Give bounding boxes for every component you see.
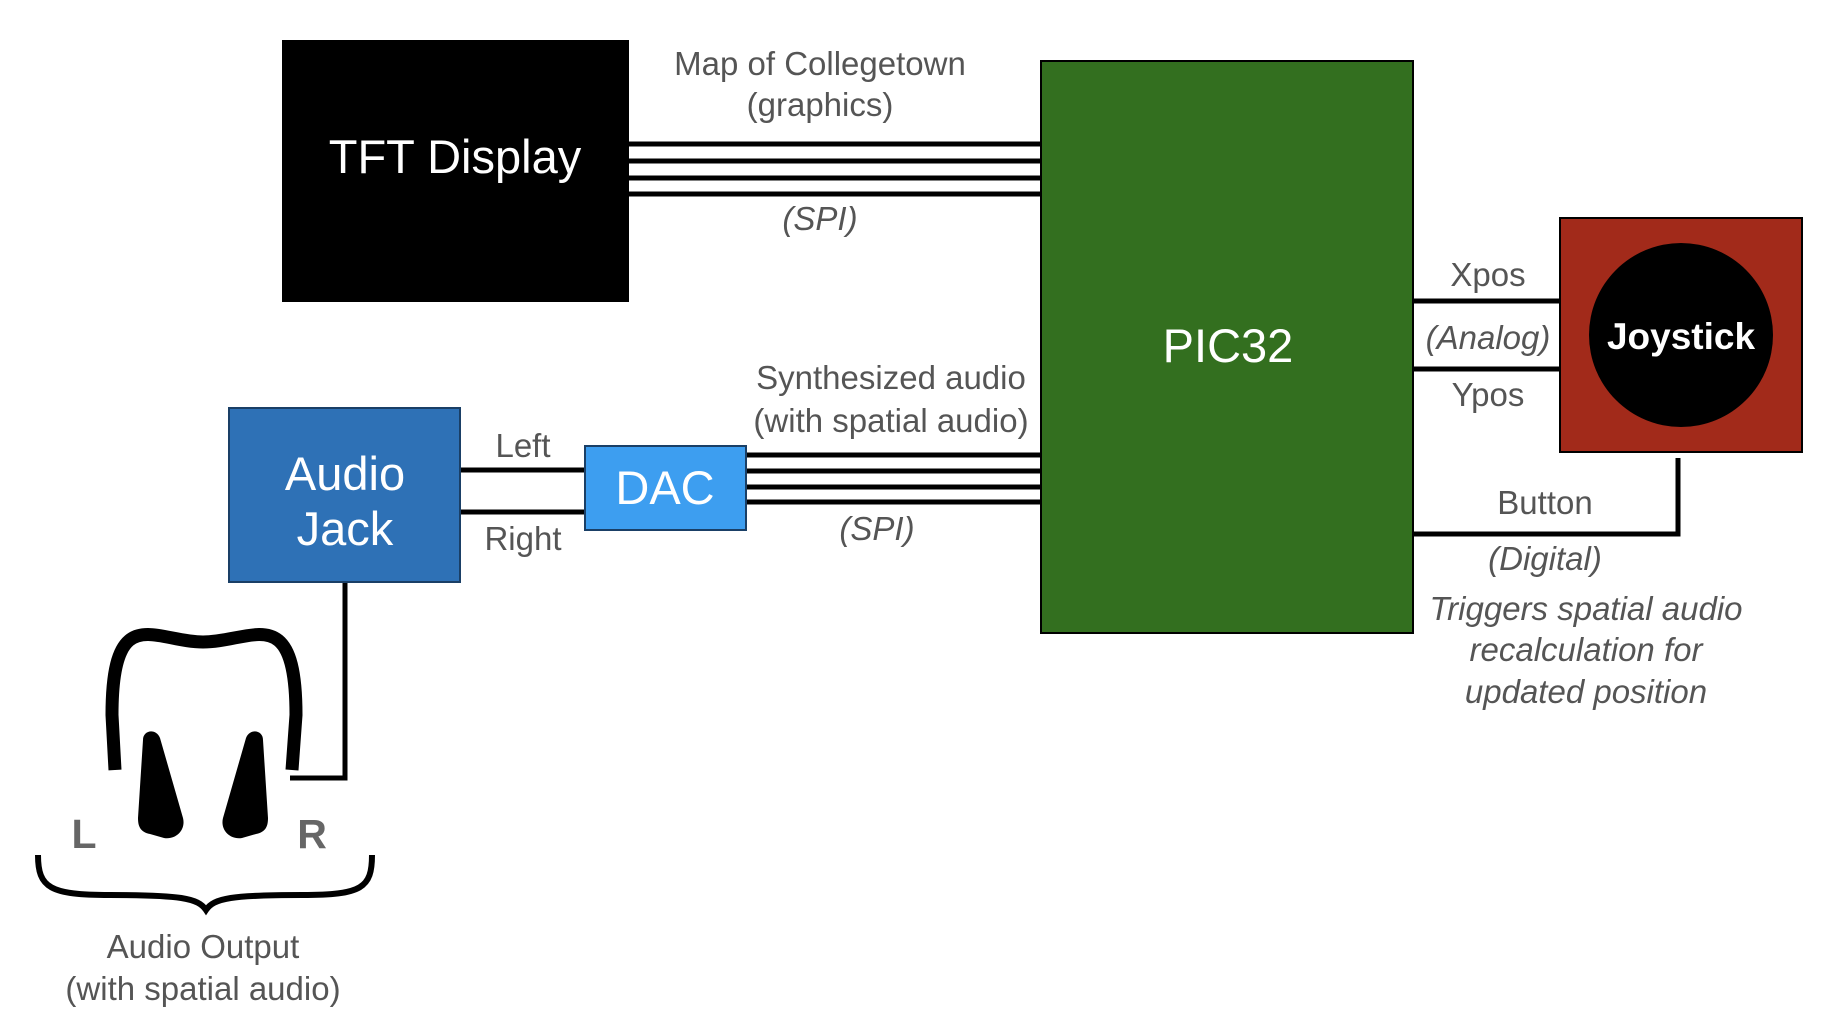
pic32-label: PIC32: [1163, 319, 1294, 372]
dac-label: DAC: [615, 461, 714, 514]
tft-link-label-line2: (graphics): [747, 86, 894, 123]
jack-dac-wires: [460, 467, 585, 515]
audio-jack-label-line1: Audio: [285, 447, 405, 500]
pic32-block: PIC32: [1040, 60, 1414, 634]
tft-link-label-line1: Map of Collegetown: [674, 45, 966, 82]
dac-spi-bus: [745, 452, 1040, 505]
dac-block: DAC: [584, 445, 747, 531]
tft-link-protocol: (SPI): [782, 200, 857, 237]
dac-link-label-line1: Synthesized audio: [756, 359, 1026, 396]
dac-link-protocol: (SPI): [839, 510, 914, 547]
joystick-label: Joystick: [1607, 316, 1756, 357]
button-wire: [1405, 458, 1681, 537]
xpos-label: Xpos: [1450, 256, 1525, 293]
joystick-knob: [1589, 243, 1773, 427]
curly-brace-icon: [35, 854, 375, 916]
trigger-note-line2: recalculation for: [1470, 631, 1705, 668]
audio-output-label-line1: Audio Output: [107, 928, 300, 965]
headphones-icon: [105, 628, 303, 839]
button-label: Button: [1497, 484, 1592, 521]
right-ear-label: R: [297, 811, 327, 857]
joystick-wires: [1405, 298, 1681, 537]
tft-display-block: TFT Display: [282, 40, 629, 302]
audio-output-label-line2: (with spatial audio): [65, 970, 340, 1007]
tft-spi-bus: [629, 141, 1040, 197]
audio-jack-block: Audio Jack: [228, 407, 461, 583]
audio-jack-label-line2: Jack: [297, 502, 394, 555]
jack-headphone-wire: [290, 580, 348, 781]
ypos-label: Ypos: [1452, 376, 1525, 413]
analog-label: (Analog): [1426, 319, 1551, 356]
tft-display-label: TFT Display: [329, 130, 582, 183]
trigger-note-line1: Triggers spatial audio: [1429, 590, 1742, 627]
dac-link-label-line2: (with spatial audio): [753, 402, 1028, 439]
digital-label: (Digital): [1488, 540, 1602, 577]
left-channel-label: Left: [495, 427, 550, 464]
left-ear-label: L: [71, 811, 96, 857]
right-channel-label: Right: [484, 520, 561, 557]
trigger-note-line3: updated position: [1465, 673, 1707, 710]
joystick-block: Joystick: [1559, 217, 1803, 453]
